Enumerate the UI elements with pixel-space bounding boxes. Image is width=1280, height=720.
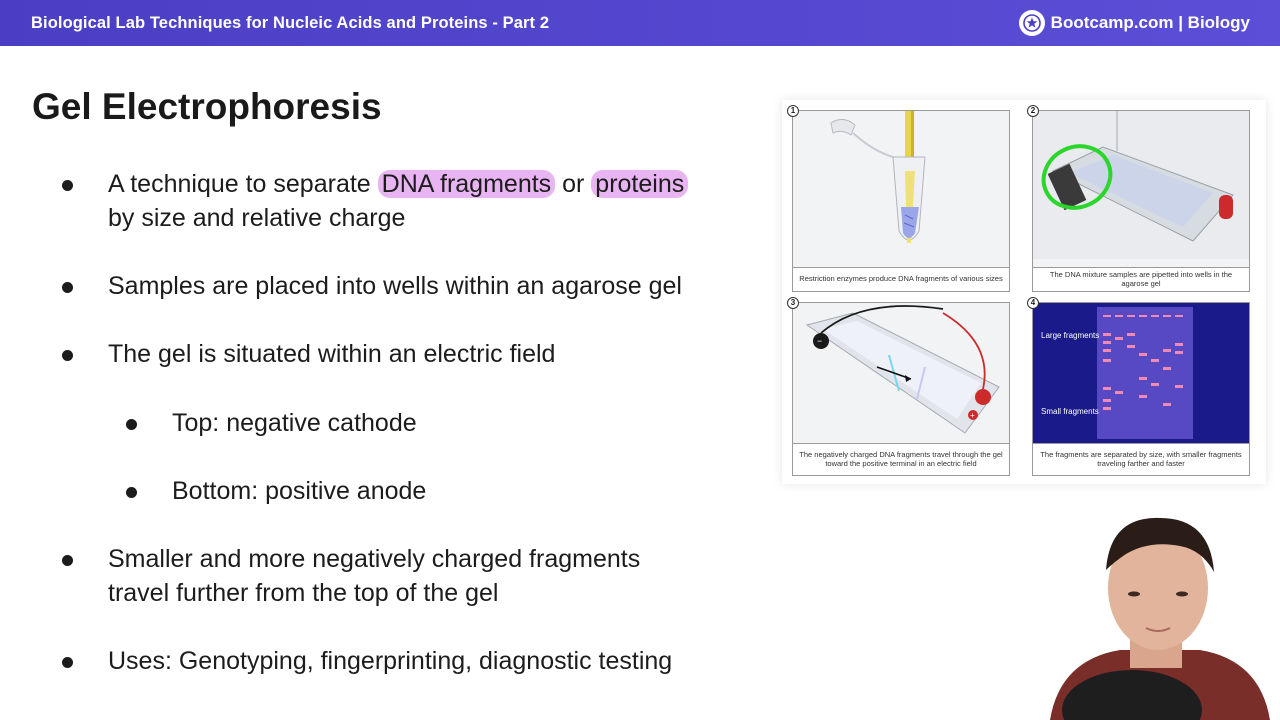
step-number: 2 <box>1027 105 1039 117</box>
bullet-samples: Samples are placed into wells within an … <box>108 272 682 300</box>
bullet-electric-field: The gel is situated within an electric f… <box>108 340 556 368</box>
bullet-cathode: Top: negative cathode <box>172 409 417 437</box>
microtube-pipette-illustration <box>793 111 1009 259</box>
sub-bullet-dot <box>126 419 137 430</box>
bullet-dot <box>62 555 73 566</box>
bullet-uses: Uses: Genotyping, fingerprinting, diagno… <box>108 647 673 675</box>
diagram-panel-4: Large fragments Small fragments The frag… <box>1032 302 1250 476</box>
step-number: 3 <box>787 297 799 309</box>
brand: Bootcamp.com | Biology <box>1018 10 1250 36</box>
bullet-anode: Bottom: positive anode <box>172 477 427 505</box>
large-fragments-label: Large fragments <box>1041 331 1100 340</box>
presenter-webcam <box>1030 510 1280 720</box>
svg-text:−: − <box>817 336 822 346</box>
gel-loading-illustration <box>1033 111 1249 259</box>
bullet-text: Smaller and more negatively charged frag… <box>108 545 641 573</box>
header-bar: Biological Lab Techniques for Nucleic Ac… <box>0 0 1280 46</box>
electric-field-illustration: − + <box>793 303 1009 443</box>
highlight-dna-fragments: DNA fragments <box>377 170 556 198</box>
panel-caption: The negatively charged DNA fragments tra… <box>793 443 1009 475</box>
svg-text:+: + <box>970 411 975 420</box>
electrophoresis-diagram: Restriction enzymes produce DNA fragment… <box>782 100 1266 484</box>
panel-caption: Restriction enzymes produce DNA fragment… <box>793 267 1009 291</box>
panel-caption: The DNA mixture samples are pipetted int… <box>1033 267 1249 291</box>
bullet-dot <box>62 657 73 668</box>
bullet-smaller-fragments: Smaller and more negatively charged frag… <box>108 542 640 610</box>
bullet-text: travel further from the top of the gel <box>108 579 499 607</box>
bullet-dot <box>62 350 73 361</box>
diagram-panel-3: − + The negatively charged DNA fragments… <box>792 302 1010 476</box>
bullet-text: by size and relative charge <box>108 204 406 232</box>
star-badge-icon <box>1018 10 1045 36</box>
lecture-title: Biological Lab Techniques for Nucleic Ac… <box>31 13 550 32</box>
small-fragments-label: Small fragments <box>1041 407 1099 416</box>
bullet-technique: A technique to separate DNA fragments or… <box>108 167 778 235</box>
step-number: 1 <box>787 105 799 117</box>
slide-title: Gel Electrophoresis <box>32 86 382 127</box>
diagram-panel-2: The DNA mixture samples are pipetted int… <box>1032 110 1250 292</box>
bullet-text: A technique to separate <box>108 170 378 198</box>
diagram-panel-1: Restriction enzymes produce DNA fragment… <box>792 110 1010 292</box>
bullet-dot <box>62 282 73 293</box>
bullet-dot <box>62 180 73 191</box>
panel-caption: The fragments are separated by size, wit… <box>1033 443 1249 475</box>
gel-result-illustration: Large fragments Small fragments <box>1033 303 1249 443</box>
sub-bullet-dot <box>126 487 137 498</box>
highlight-proteins: proteins <box>591 170 689 198</box>
brand-label: Bootcamp.com | Biology <box>1050 13 1250 32</box>
step-number: 4 <box>1027 297 1039 309</box>
bullet-text: or <box>555 170 592 198</box>
